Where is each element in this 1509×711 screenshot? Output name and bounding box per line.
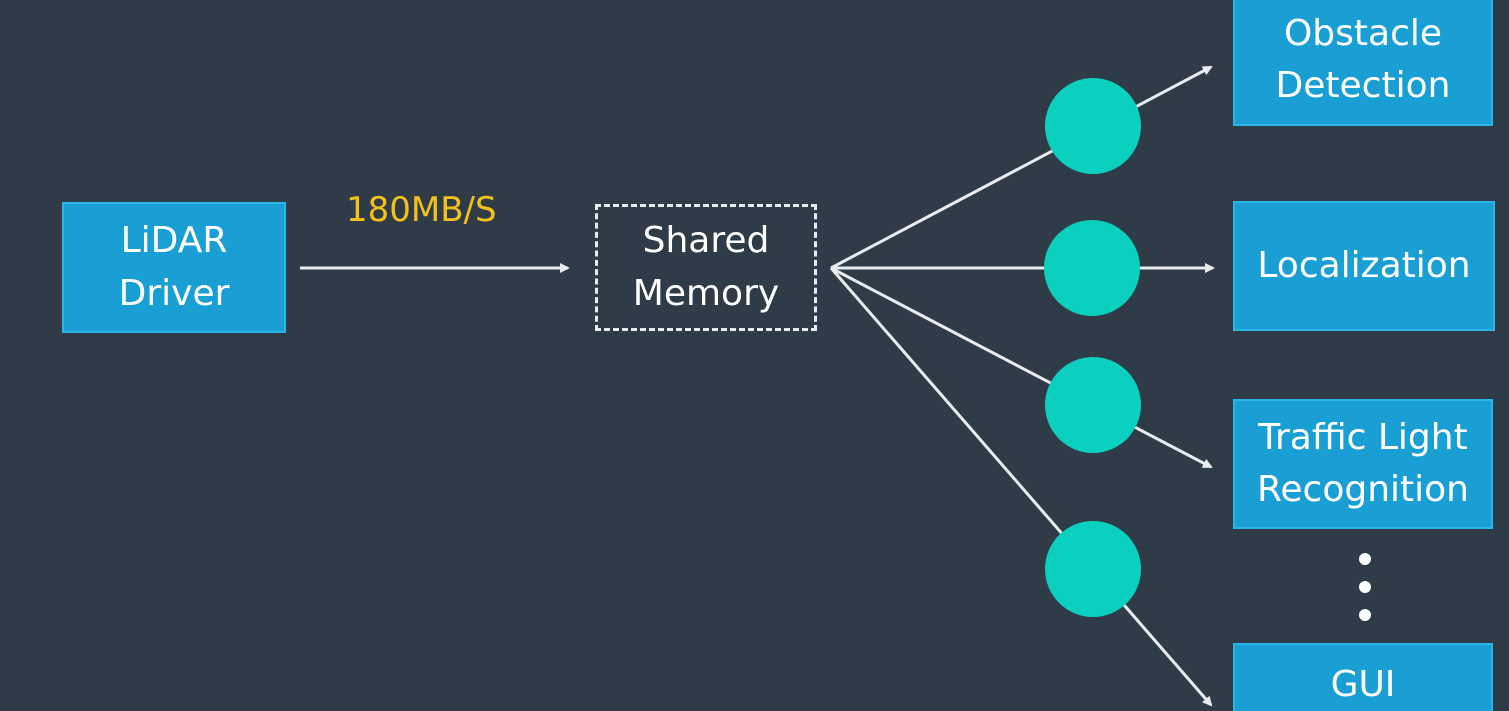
hub-to-traffic-light-arrow bbox=[830, 266, 1213, 469]
hub-to-gui-arrow bbox=[829, 267, 1213, 707]
localization-node bbox=[1044, 220, 1140, 316]
ellipsis-dot bbox=[1359, 609, 1371, 621]
shared-memory-box: Shared Memory bbox=[595, 204, 817, 331]
gui-box: GUI bbox=[1233, 643, 1493, 711]
localization-box: Localization bbox=[1233, 201, 1495, 331]
traffic-light-node bbox=[1045, 357, 1141, 453]
ellipsis-dot bbox=[1359, 581, 1371, 593]
traffic-light-recognition-box: Traffic Light Recognition bbox=[1233, 399, 1493, 529]
obstacle-detection-node bbox=[1045, 78, 1141, 174]
lidar-driver-box: LiDAR Driver bbox=[62, 202, 286, 333]
data-rate-label: 180MB/S bbox=[346, 190, 497, 230]
ellipsis-dot bbox=[1359, 553, 1371, 565]
hub-to-obstacle-arrow bbox=[830, 65, 1213, 270]
obstacle-detection-box: Obstacle Detection bbox=[1233, 0, 1493, 126]
gui-node bbox=[1045, 521, 1141, 617]
